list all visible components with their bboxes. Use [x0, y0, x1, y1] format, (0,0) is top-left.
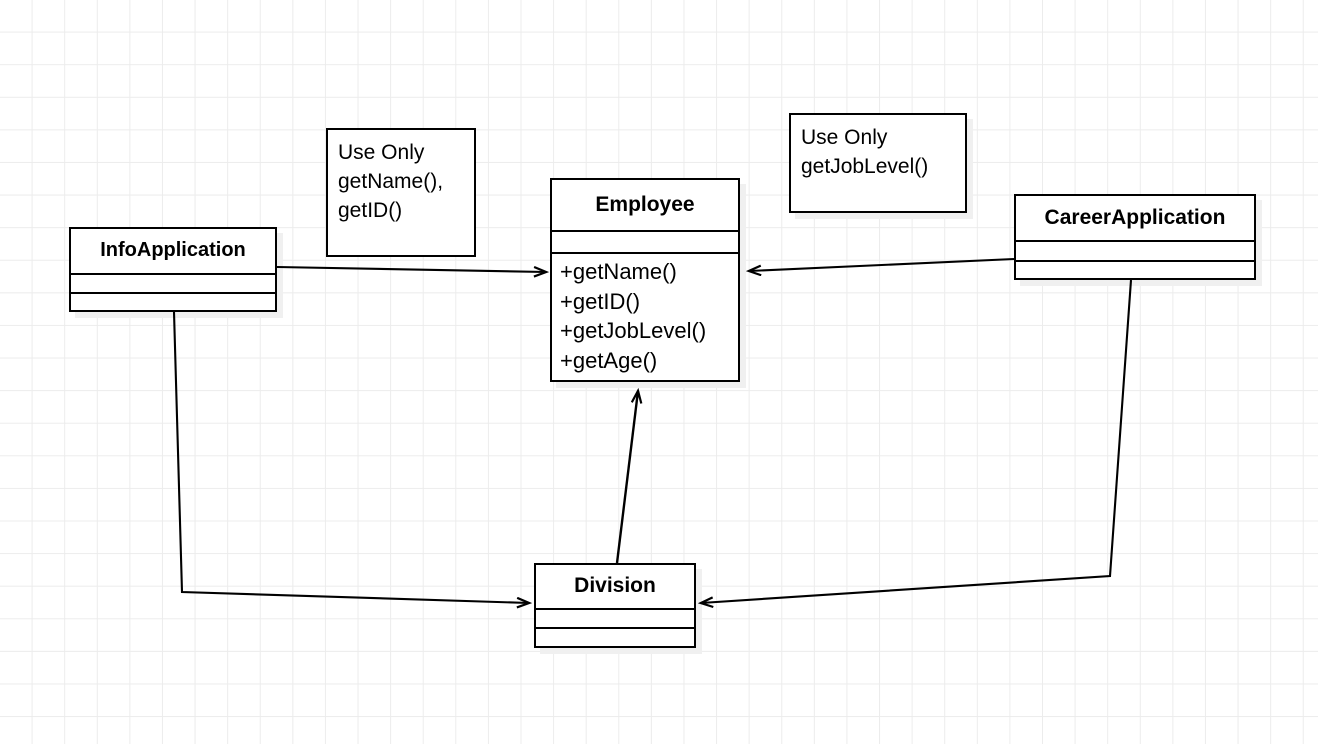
note-line: Use Only [801, 126, 888, 149]
class-attributes-compartment [536, 607, 694, 627]
class-node-careerapplication[interactable]: CareerApplication [1014, 194, 1256, 280]
edge-careerapplication-to-division [701, 279, 1133, 603]
class-name-compartment: Employee [552, 180, 738, 230]
class-node-infoapplication[interactable]: InfoApplication [69, 227, 277, 312]
note-line: Use Only [338, 141, 425, 164]
note-line: getJobLevel() [801, 155, 929, 178]
class-name-compartment: InfoApplication [71, 229, 275, 273]
class-attributes-compartment [1016, 239, 1254, 260]
class-node-division[interactable]: Division [534, 563, 696, 648]
note-use-only-getname-getid[interactable]: Use Only getName(), getID() [326, 128, 476, 257]
class-operations-compartment [71, 291, 275, 310]
note-line: getID() [338, 199, 403, 222]
note-use-only-getjoblevel[interactable]: Use Only getJobLevel() [789, 113, 967, 213]
class-name-compartment: Division [536, 565, 694, 608]
class-operations-compartment [1016, 259, 1254, 278]
class-attributes-compartment [552, 230, 738, 252]
class-title-division: Division [574, 574, 656, 598]
class-attributes-compartment [71, 272, 275, 292]
operation-item: +getName() [560, 259, 677, 284]
edge-division-to-employee [615, 391, 638, 564]
class-operations-compartment [536, 626, 694, 646]
edge-careerapplication-to-employee [749, 257, 1015, 271]
class-operations-compartment: +getName() +getID() +getJobLevel() +getA… [552, 252, 738, 380]
class-title-infoapplication: InfoApplication [100, 239, 246, 262]
note-line: getName(), [338, 170, 444, 193]
edge-infoapplication-to-division [172, 311, 529, 603]
class-title-employee: Employee [595, 193, 695, 216]
edge-infoapplication-to-employee [276, 265, 546, 272]
class-name-compartment: CareerApplication [1016, 196, 1254, 240]
operation-item: +getAge() [560, 347, 658, 373]
class-node-employee[interactable]: Employee +getName() +getID() +getJobLeve… [550, 178, 740, 382]
operation-item: +getID() [560, 288, 641, 314]
class-title-careerapplication: CareerApplication [1044, 205, 1226, 229]
operation-item: +getJobLevel() [560, 318, 707, 343]
